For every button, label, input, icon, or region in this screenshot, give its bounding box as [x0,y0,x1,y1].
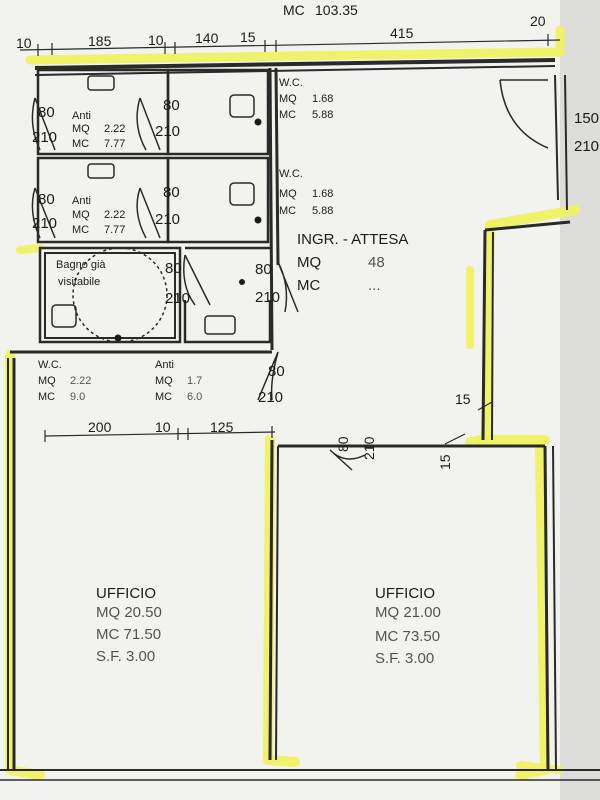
wc1-mq: 1.68 [312,93,333,105]
anti1-mq-label: MQ [72,123,90,135]
wc3-mq-label: MQ [38,375,56,387]
dim-top-415: 415 [390,25,414,41]
door-anti3-w: 80 [268,363,285,380]
ufficio2-line1: MQ 21.00 [375,604,441,621]
bagno-line2: visitabile [58,276,100,288]
anti3-mc: 6.0 [187,391,202,403]
dim-mid-200: 200 [88,419,112,435]
header-mc-label: MC [283,2,305,18]
anti3-mq-label: MQ [155,375,173,387]
anti1-mc-label: MC [72,138,89,150]
bagno-line1: Bagno già [56,259,106,271]
door-bagno-h: 210 [165,290,190,307]
fixtures [51,75,255,343]
anti1-mc: 7.77 [104,138,125,150]
wc3-mc-label: MC [38,391,55,403]
dim-mid-10: 10 [155,419,171,435]
door-anti1-h: 210 [32,129,57,146]
wc2-mq-label: MQ [279,188,297,200]
right-edge-b: 210 [574,138,599,155]
door-wc1-w: 80 [163,97,180,114]
sink-1 [87,75,115,91]
door-anti2-w: 80 [38,191,55,208]
sink-2 [87,163,115,179]
dim-top-15: 15 [240,29,256,45]
ingresso-mc-label: MC [297,277,320,294]
toilet-2 [229,182,255,206]
wc1-name: W.C. [279,77,303,89]
wc2-mc-label: MC [279,205,296,217]
dim-vertical-80: 80 [335,436,351,452]
anti3-mc-label: MC [155,391,172,403]
ingresso-mc: ... [368,277,381,294]
door-anti2-h: 210 [32,215,57,232]
sink-3 [204,315,236,335]
anti3-mq: 1.7 [187,375,202,387]
wc3-mq: 2.22 [70,375,91,387]
wc1-mc-label: MC [279,109,296,121]
dim-right-15a: 15 [455,391,471,407]
wc1-mc: 5.88 [312,109,333,121]
dim-top-10a: 10 [16,35,32,51]
ufficio1-line3: S.F. 3.00 [96,648,155,665]
ufficio1-line1: MQ 20.50 [96,604,162,621]
bagno-turning-circle [72,247,168,343]
door-bagno-w: 80 [165,260,182,277]
ingresso-mq-label: MQ [297,254,321,271]
door-anti1-w: 80 [38,104,55,121]
toilet-1 [229,94,255,118]
header-mc-value: 103.35 [315,2,358,18]
dimension-lines [19,34,561,445]
wc1-mq-label: MQ [279,93,297,105]
ufficio1-name: UFFICIO [96,585,156,602]
wc2-mc: 5.88 [312,205,333,217]
dim-mid-125: 125 [210,419,234,435]
fixture-dots [114,118,262,342]
ufficio2-line2: MC 73.50 [375,628,440,645]
ufficio2-line3: S.F. 3.00 [375,650,434,667]
wc2-mq: 1.68 [312,188,333,200]
dim-top-185: 185 [88,33,112,49]
anti1-mq: 2.22 [104,123,125,135]
anti2-mq-label: MQ [72,209,90,221]
wc3-mc: 9.0 [70,391,85,403]
anti2-mc: 7.77 [104,224,125,236]
door-anti3-h: 210 [258,389,283,406]
ingresso-name: INGR. - ATTESA [297,231,408,248]
dim-right-15b: 15 [437,454,453,470]
door-swings [31,79,549,471]
door-wc1-h: 210 [155,123,180,140]
dim-vertical-210: 210 [361,436,377,460]
walls [0,58,600,781]
dim-top-10b: 10 [148,32,164,48]
anti3-name: Anti [155,359,174,371]
toilet-3 [51,304,77,328]
anti1-name: Anti [72,110,91,122]
anti2-name: Anti [72,195,91,207]
ufficio1-line2: MC 71.50 [96,626,161,643]
door-ingr-h: 210 [255,289,280,306]
wc3-name: W.C. [38,359,62,371]
door-ingr-w: 80 [255,261,272,278]
anti2-mc-label: MC [72,224,89,236]
door-wc2-w: 80 [163,184,180,201]
dim-top-140: 140 [195,30,219,46]
dim-top-20: 20 [530,13,546,29]
door-wc2-h: 210 [155,211,180,228]
right-edge-a: 150 [574,110,599,127]
anti2-mq: 2.22 [104,209,125,221]
wc2-name: W.C. [279,168,303,180]
ingresso-mq: 48 [368,254,385,271]
ufficio2-name: UFFICIO [375,585,435,602]
